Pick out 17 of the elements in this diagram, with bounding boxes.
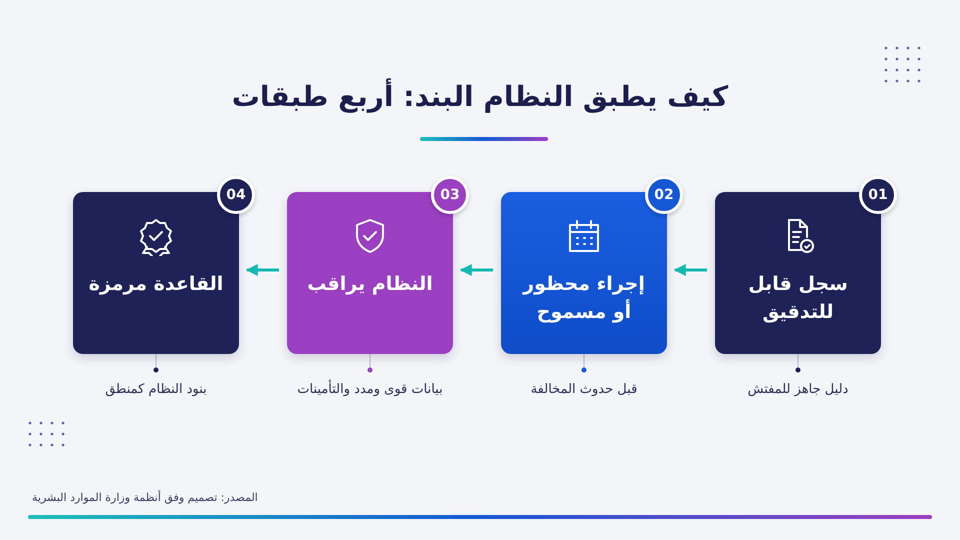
card-caption: دليل جاهز للمفتش	[748, 382, 848, 397]
card-title: سجل قابل للتدقيق	[747, 272, 849, 325]
source-note: المصدر: تصميم وفق أنظمة وزارة الموارد البشرية	[32, 491, 258, 504]
card-title: القاعدة مرمزة	[88, 272, 224, 297]
card-caption: بيانات قوى ومدد والتأمينات	[297, 382, 443, 397]
card-caption: بنود النظام كمنطق	[105, 382, 207, 397]
arrow	[674, 264, 707, 276]
card-caption: قبل حدوث المخالفة	[530, 382, 638, 397]
card-title: إجراء محظور أو مسموح	[521, 272, 646, 325]
number-badge: 02	[645, 176, 683, 214]
arrow	[460, 264, 493, 276]
number-badge: 01	[859, 176, 897, 214]
number-badge: 04	[217, 176, 255, 214]
number-badge: 03	[431, 176, 469, 214]
arrow	[246, 264, 279, 276]
card-title: النظام يراقب	[306, 272, 434, 297]
title: كيف يطبق النظام البند: أربع طبقات	[230, 80, 730, 113]
